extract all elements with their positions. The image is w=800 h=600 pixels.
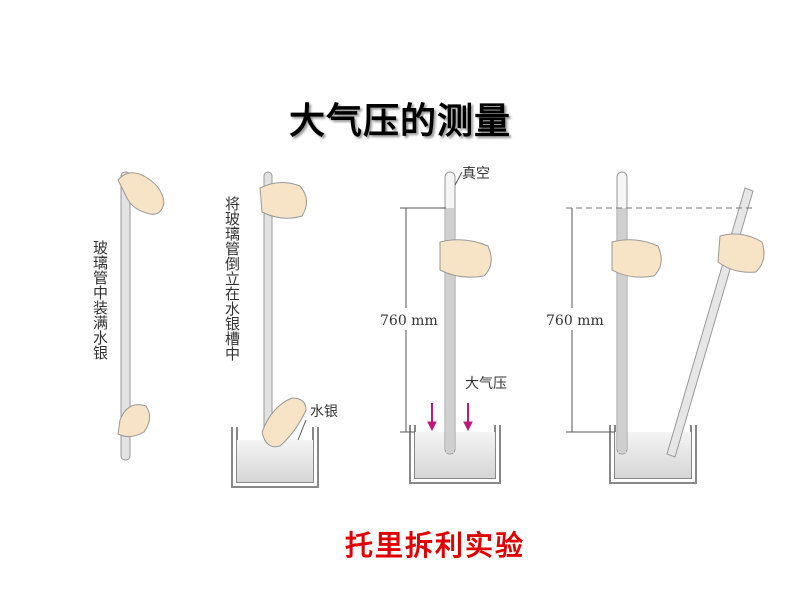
panel-tilted: 760 mm [544, 171, 765, 484]
leader-line [297, 419, 307, 441]
hand-top-icon [259, 182, 307, 219]
height-label: 760 mm [546, 313, 604, 329]
mercury-label: 水银 [310, 404, 338, 420]
mercury-column [618, 208, 626, 453]
hand-icon [717, 233, 765, 273]
caption-vertical: 将玻璃管倒立在水银槽中 [223, 196, 241, 361]
glass-tube [120, 171, 131, 461]
hand-top-icon [117, 172, 165, 215]
caption-vertical: 玻璃管中装满水银 [91, 240, 109, 360]
hand-bottom-icon [117, 404, 150, 438]
mercury-column [446, 208, 454, 453]
experiment-name: 托里拆利实验 [344, 529, 525, 562]
pressure-arrow-icon [427, 403, 473, 432]
hand-icon [439, 239, 492, 278]
hand-icon [611, 239, 662, 278]
slide-title: 大气压的测量 [288, 101, 511, 142]
pressure-label: 大气压 [465, 376, 507, 392]
tilted-tube [666, 187, 754, 458]
panel-invert-tube: 将玻璃管倒立在水银槽中 水银 [223, 171, 338, 488]
vacuum-label: 真空 [462, 166, 490, 182]
leader-line [454, 171, 463, 186]
panel-measure: 760 mm 真空 大气压 [378, 166, 507, 484]
hand-bottom-icon [261, 397, 307, 448]
panel-fill-tube: 玻璃管中装满水银 [91, 171, 165, 461]
height-label: 760 mm [380, 313, 438, 329]
